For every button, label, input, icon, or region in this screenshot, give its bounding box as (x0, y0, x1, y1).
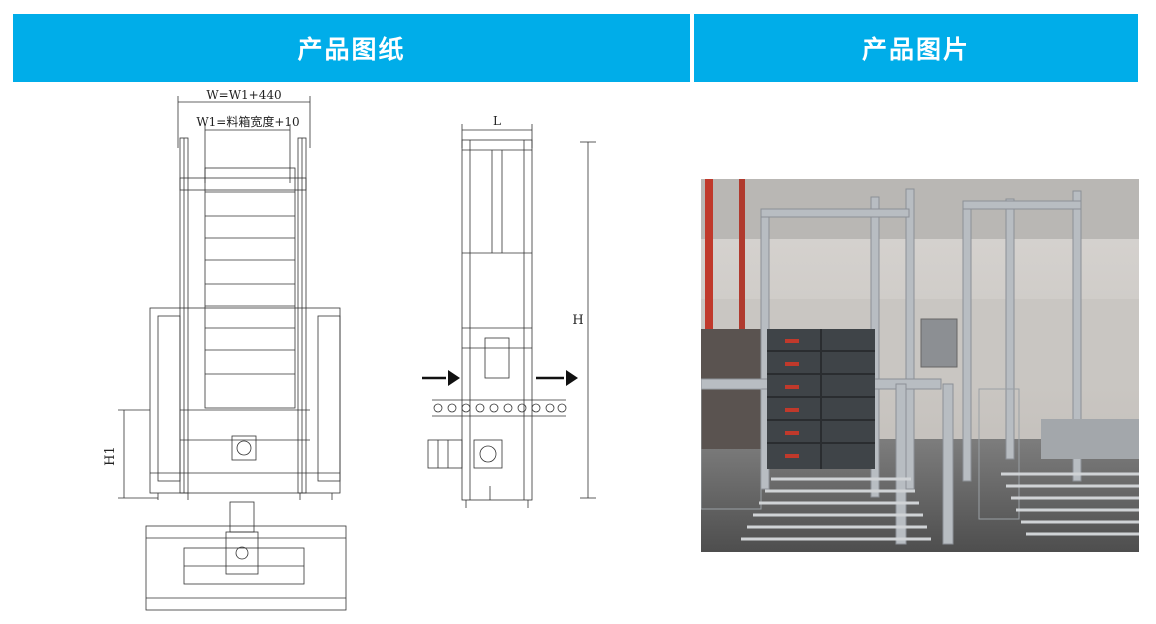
side-view (427, 124, 596, 508)
product-photo (701, 179, 1139, 552)
dim-label-w: W=W1+440 (206, 88, 281, 102)
flow-arrow-in (422, 370, 460, 386)
flow-arrow-out (536, 370, 578, 386)
roller-conveyor (741, 472, 1139, 541)
header-product-photo: 产品图片 (694, 14, 1138, 82)
dim-label-w1: W1=料箱宽度+10 (196, 114, 299, 129)
header-product-drawing: 产品图纸 (13, 14, 690, 82)
technical-drawing: W=W1+440 W1=料箱宽度+10 L H H1 (103, 88, 596, 611)
dim-label-h: H (572, 313, 583, 328)
dim-label-h1: H1 (103, 446, 118, 466)
crate-stack (767, 329, 875, 469)
top-view (145, 501, 347, 611)
front-view (118, 96, 341, 500)
dim-label-l: L (493, 114, 501, 128)
